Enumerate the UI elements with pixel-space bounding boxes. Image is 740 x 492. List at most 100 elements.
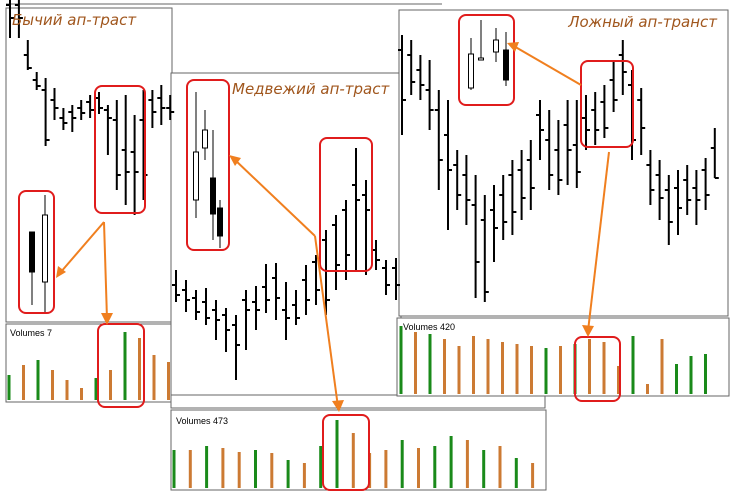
ohlc-bar	[664, 175, 673, 245]
arrow-p2-to-inset	[233, 158, 316, 237]
ohlc-bar	[252, 286, 260, 330]
ohlc-bar	[692, 170, 701, 225]
ohlc-bar	[242, 290, 250, 350]
ohlc-bar	[121, 95, 130, 205]
ohlc-bar	[554, 120, 563, 195]
arrowhead-p3-inset	[507, 42, 519, 52]
ohlc-bar	[352, 148, 360, 270]
ohlc-bar	[282, 282, 290, 340]
ohlc-bar	[536, 100, 544, 160]
ohlc-bar	[262, 264, 270, 313]
ohlc-bar	[572, 100, 581, 188]
panel-3-title: Ложный ап-транст	[567, 13, 718, 31]
ohlc-bar	[202, 288, 210, 325]
panel-1-volume-label: Volumes 7	[10, 328, 52, 338]
ohlc-bar	[166, 95, 175, 120]
arrow-p1-to-volume	[103, 221, 108, 320]
ohlc-bar	[453, 150, 462, 210]
ohlc-bar	[6, 0, 14, 38]
ohlc-bar	[683, 165, 692, 215]
ohlc-bar	[130, 115, 139, 215]
panel-2-inset-candles	[193, 92, 223, 248]
panel-3-inset-candles	[468, 20, 509, 90]
ohlc-bar	[425, 60, 434, 130]
panel-1-title: Бычий ап-траст	[12, 11, 137, 29]
panel-1-inset-candles	[29, 195, 48, 312]
panel-2-volume-label: Volumes 473	[176, 416, 228, 426]
ohlc-bar	[508, 160, 517, 235]
highlight-box-p1-uptrust	[94, 85, 146, 214]
highlight-box-p1-inset	[18, 190, 55, 314]
ohlc-bar	[600, 85, 609, 138]
ohlc-bar	[655, 160, 664, 220]
ohlc-bar	[517, 150, 526, 220]
panel-1-volume-bars	[7, 332, 170, 400]
inset-candle	[210, 130, 216, 240]
ohlc-bar	[618, 40, 627, 95]
ohlc-bar	[212, 300, 220, 340]
ohlc-bar	[563, 100, 572, 185]
ohlc-bar	[148, 90, 157, 128]
ohlc-bar	[710, 128, 719, 179]
ohlc-bar	[490, 185, 498, 262]
arrowhead-p2-inset	[229, 155, 241, 166]
ohlc-bar	[342, 200, 350, 280]
ohlc-bar	[582, 95, 590, 150]
inset-candle	[503, 32, 509, 86]
panel-3-volume-frame	[396, 317, 730, 397]
panel-2-gap-frame	[170, 394, 546, 409]
ohlc-bar	[68, 105, 77, 132]
arrow-p2-to-volume	[314, 235, 339, 408]
arrowhead-p2-volume	[332, 400, 344, 412]
ohlc-bar	[398, 35, 406, 135]
ohlc-bar	[416, 55, 425, 100]
ohlc-bar	[444, 100, 452, 230]
ohlc-bar	[302, 265, 310, 315]
inset-candle	[217, 200, 223, 248]
ohlc-bar	[382, 260, 390, 295]
ohlc-bar	[526, 140, 535, 210]
ohlc-bar	[182, 280, 190, 312]
ohlc-bar	[637, 88, 646, 155]
highlight-box-p3-inset	[458, 14, 515, 106]
highlight-box-p2-uptrust	[319, 137, 373, 272]
ohlc-bar	[32, 72, 41, 90]
highlight-box-p3-volume	[574, 336, 621, 402]
ohlc-bar	[471, 175, 480, 298]
ohlc-bar	[499, 175, 508, 240]
ohlc-bar	[480, 195, 489, 302]
panel-1-main-frame	[5, 7, 173, 323]
ohlc-bar	[322, 230, 330, 315]
panel-2-title: Медвежий ап-траст	[232, 80, 390, 98]
ohlc-bar	[41, 78, 50, 146]
ohlc-bar	[332, 215, 340, 290]
arrowhead-p1-volume	[101, 313, 113, 325]
ohlc-bar	[434, 90, 443, 190]
ohlc-bar	[14, 0, 23, 38]
ohlc-bar	[545, 110, 554, 190]
panel-1-bars	[6, 0, 175, 215]
ohlc-bar	[77, 100, 86, 120]
ohlc-bar	[701, 158, 710, 210]
panel-2-main-frame	[170, 72, 402, 396]
panel-2-bars	[172, 148, 400, 380]
ohlc-bar	[392, 258, 400, 300]
arrow-p1-to-inset	[59, 221, 105, 274]
ohlc-bar	[272, 263, 280, 320]
arrowhead-p3-volume	[582, 325, 594, 337]
ohlc-bar	[103, 105, 112, 155]
ohlc-bar	[292, 290, 300, 325]
highlight-box-p3-uptrust	[580, 60, 634, 148]
highlight-box-p1-volume	[97, 323, 145, 408]
inset-candle	[193, 92, 199, 218]
ohlc-bar	[192, 290, 200, 320]
ohlc-bar	[50, 88, 59, 120]
inset-candle	[478, 20, 484, 61]
ohlc-bar	[112, 100, 121, 190]
inset-candle	[202, 110, 208, 160]
inset-candle	[468, 38, 474, 90]
ohlc-bar	[674, 170, 682, 235]
arrowhead-p1-inset	[56, 266, 66, 278]
panel-3-main-frame	[398, 9, 729, 317]
